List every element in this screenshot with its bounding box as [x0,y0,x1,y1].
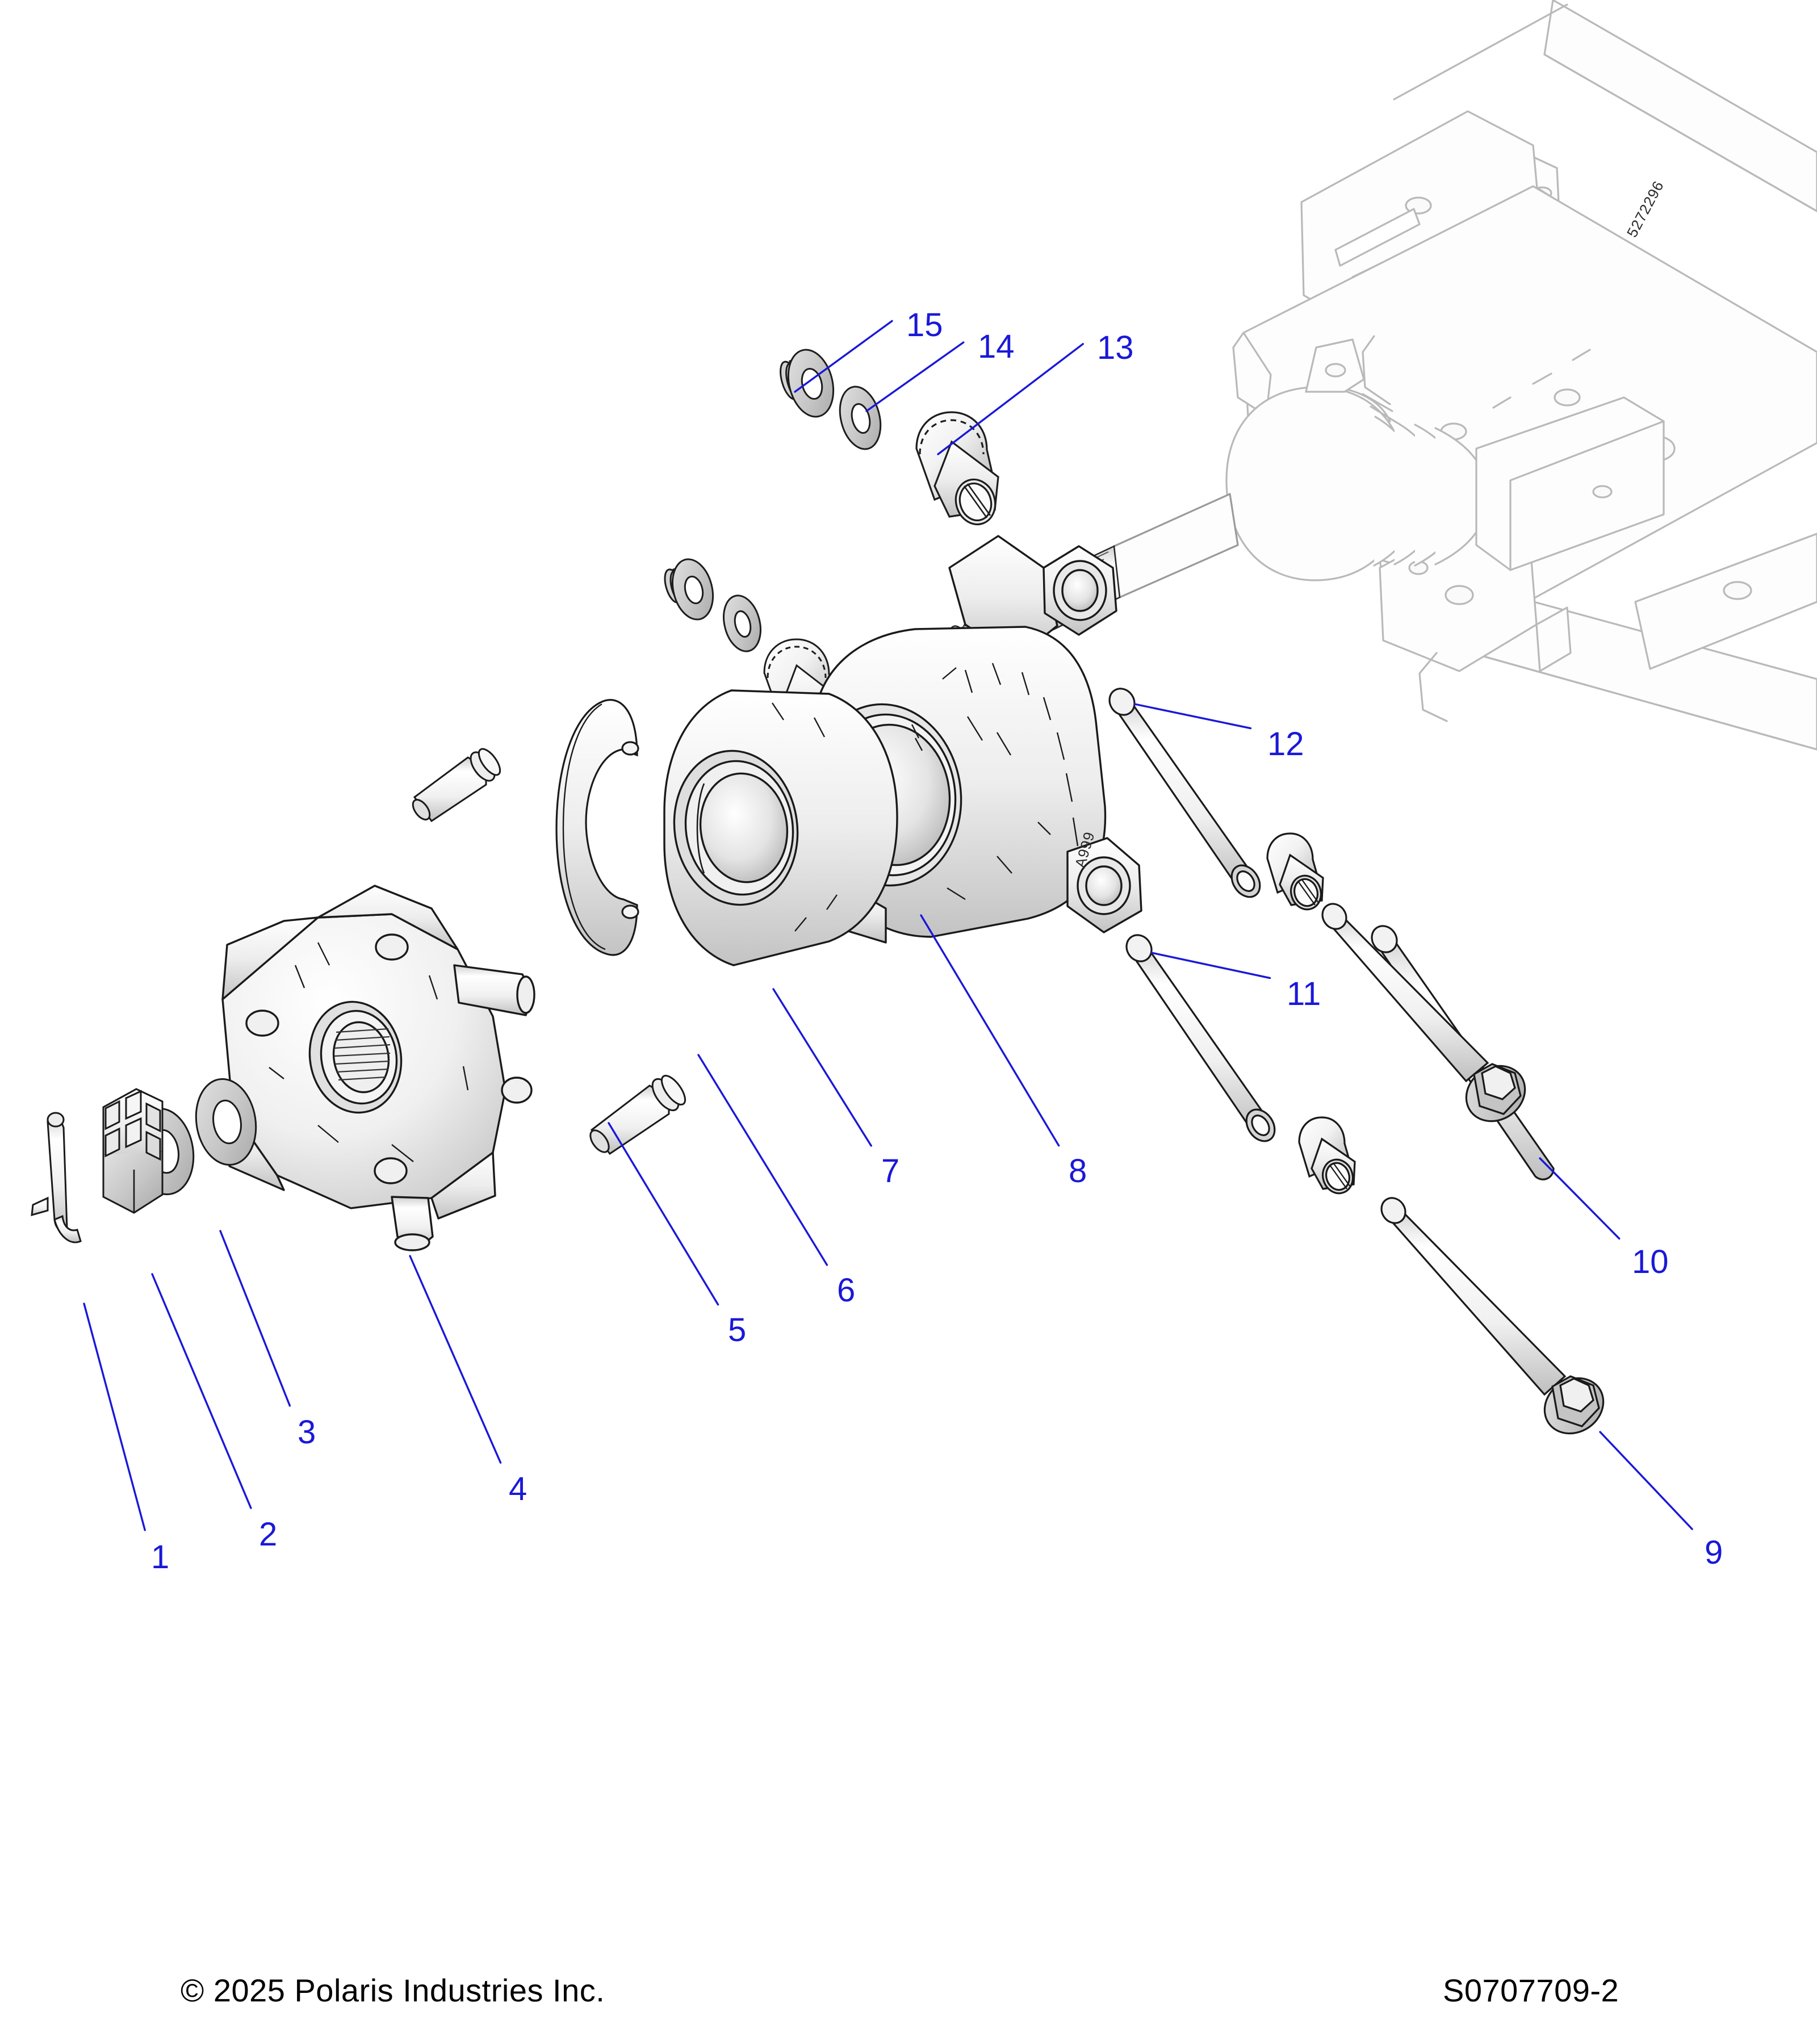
leader-line-3 [219,1230,291,1407]
callout-number-15: 15 [906,307,943,344]
reference-frame-and-axle [1099,0,1817,751]
leader-line-9 [1599,1431,1693,1530]
sleeve-bushing-upper [1266,832,1324,911]
part-5-wheel-stud-alt [412,748,501,823]
callout-number-4: 4 [509,1471,527,1507]
leader-line-14 [865,341,965,412]
callout-leader-lines [83,320,1693,1531]
callout-number-14: 14 [978,328,1015,365]
callout-number-8: 8 [1069,1153,1087,1189]
copyright-notice: © 2025 Polaris Industries Inc. [181,1972,605,2008]
part-3-flat-washer-outer [195,1078,257,1166]
callout-number-9: 9 [1705,1534,1723,1571]
leader-line-5 [608,1122,719,1306]
leader-line-8 [920,914,1060,1147]
leader-line-10 [1539,1157,1621,1240]
part-5-wheel-stud [589,1075,686,1155]
part-11-sleeve-spacer [1125,934,1276,1142]
sleeve-bushing-mid [1298,1116,1356,1195]
leader-line-2 [151,1273,252,1509]
part-7-wheel-bearing [663,689,898,966]
drawing-number: S0707709-2 [1443,1972,1619,2008]
part-13-flanged-bushing [915,411,999,526]
leader-line-7 [772,988,872,1147]
part-14-thrust-washer [839,386,882,450]
part-12-pivot-sleeve [1108,688,1261,898]
leader-line-12 [1133,703,1252,730]
leader-line-13 [937,343,1085,455]
part-10-flange-bolt [1321,903,1526,1122]
part-6-snap-ring [555,699,639,956]
part-9-flange-bolt-long [1380,1197,1605,1435]
callout-number-10: 10 [1632,1243,1669,1280]
callout-number-11: 11 [1287,975,1321,1012]
callout-number-13: 13 [1097,329,1134,366]
callout-number-2: 2 [259,1516,277,1553]
leader-line-4 [409,1255,502,1464]
part-15-bushing-cap [780,349,835,418]
callout-number-7: 7 [881,1153,899,1189]
callout-number-5: 5 [728,1312,746,1348]
callout-number-3: 3 [298,1414,316,1451]
leader-line-15 [794,320,893,393]
part-4-wheel-hub [221,885,535,1251]
callout-number-1: 1 [151,1539,169,1576]
part-1-cotter-pin [31,1112,82,1243]
part-2-castle-nut [102,1088,164,1214]
callout-number-6: 6 [837,1272,855,1309]
callout-number-12: 12 [1267,726,1304,763]
leader-line-6 [697,1054,828,1266]
leader-line-11 [1150,952,1271,979]
leader-line-1 [83,1302,146,1531]
engraved-mark-5272296: 5272296 [1623,178,1667,240]
